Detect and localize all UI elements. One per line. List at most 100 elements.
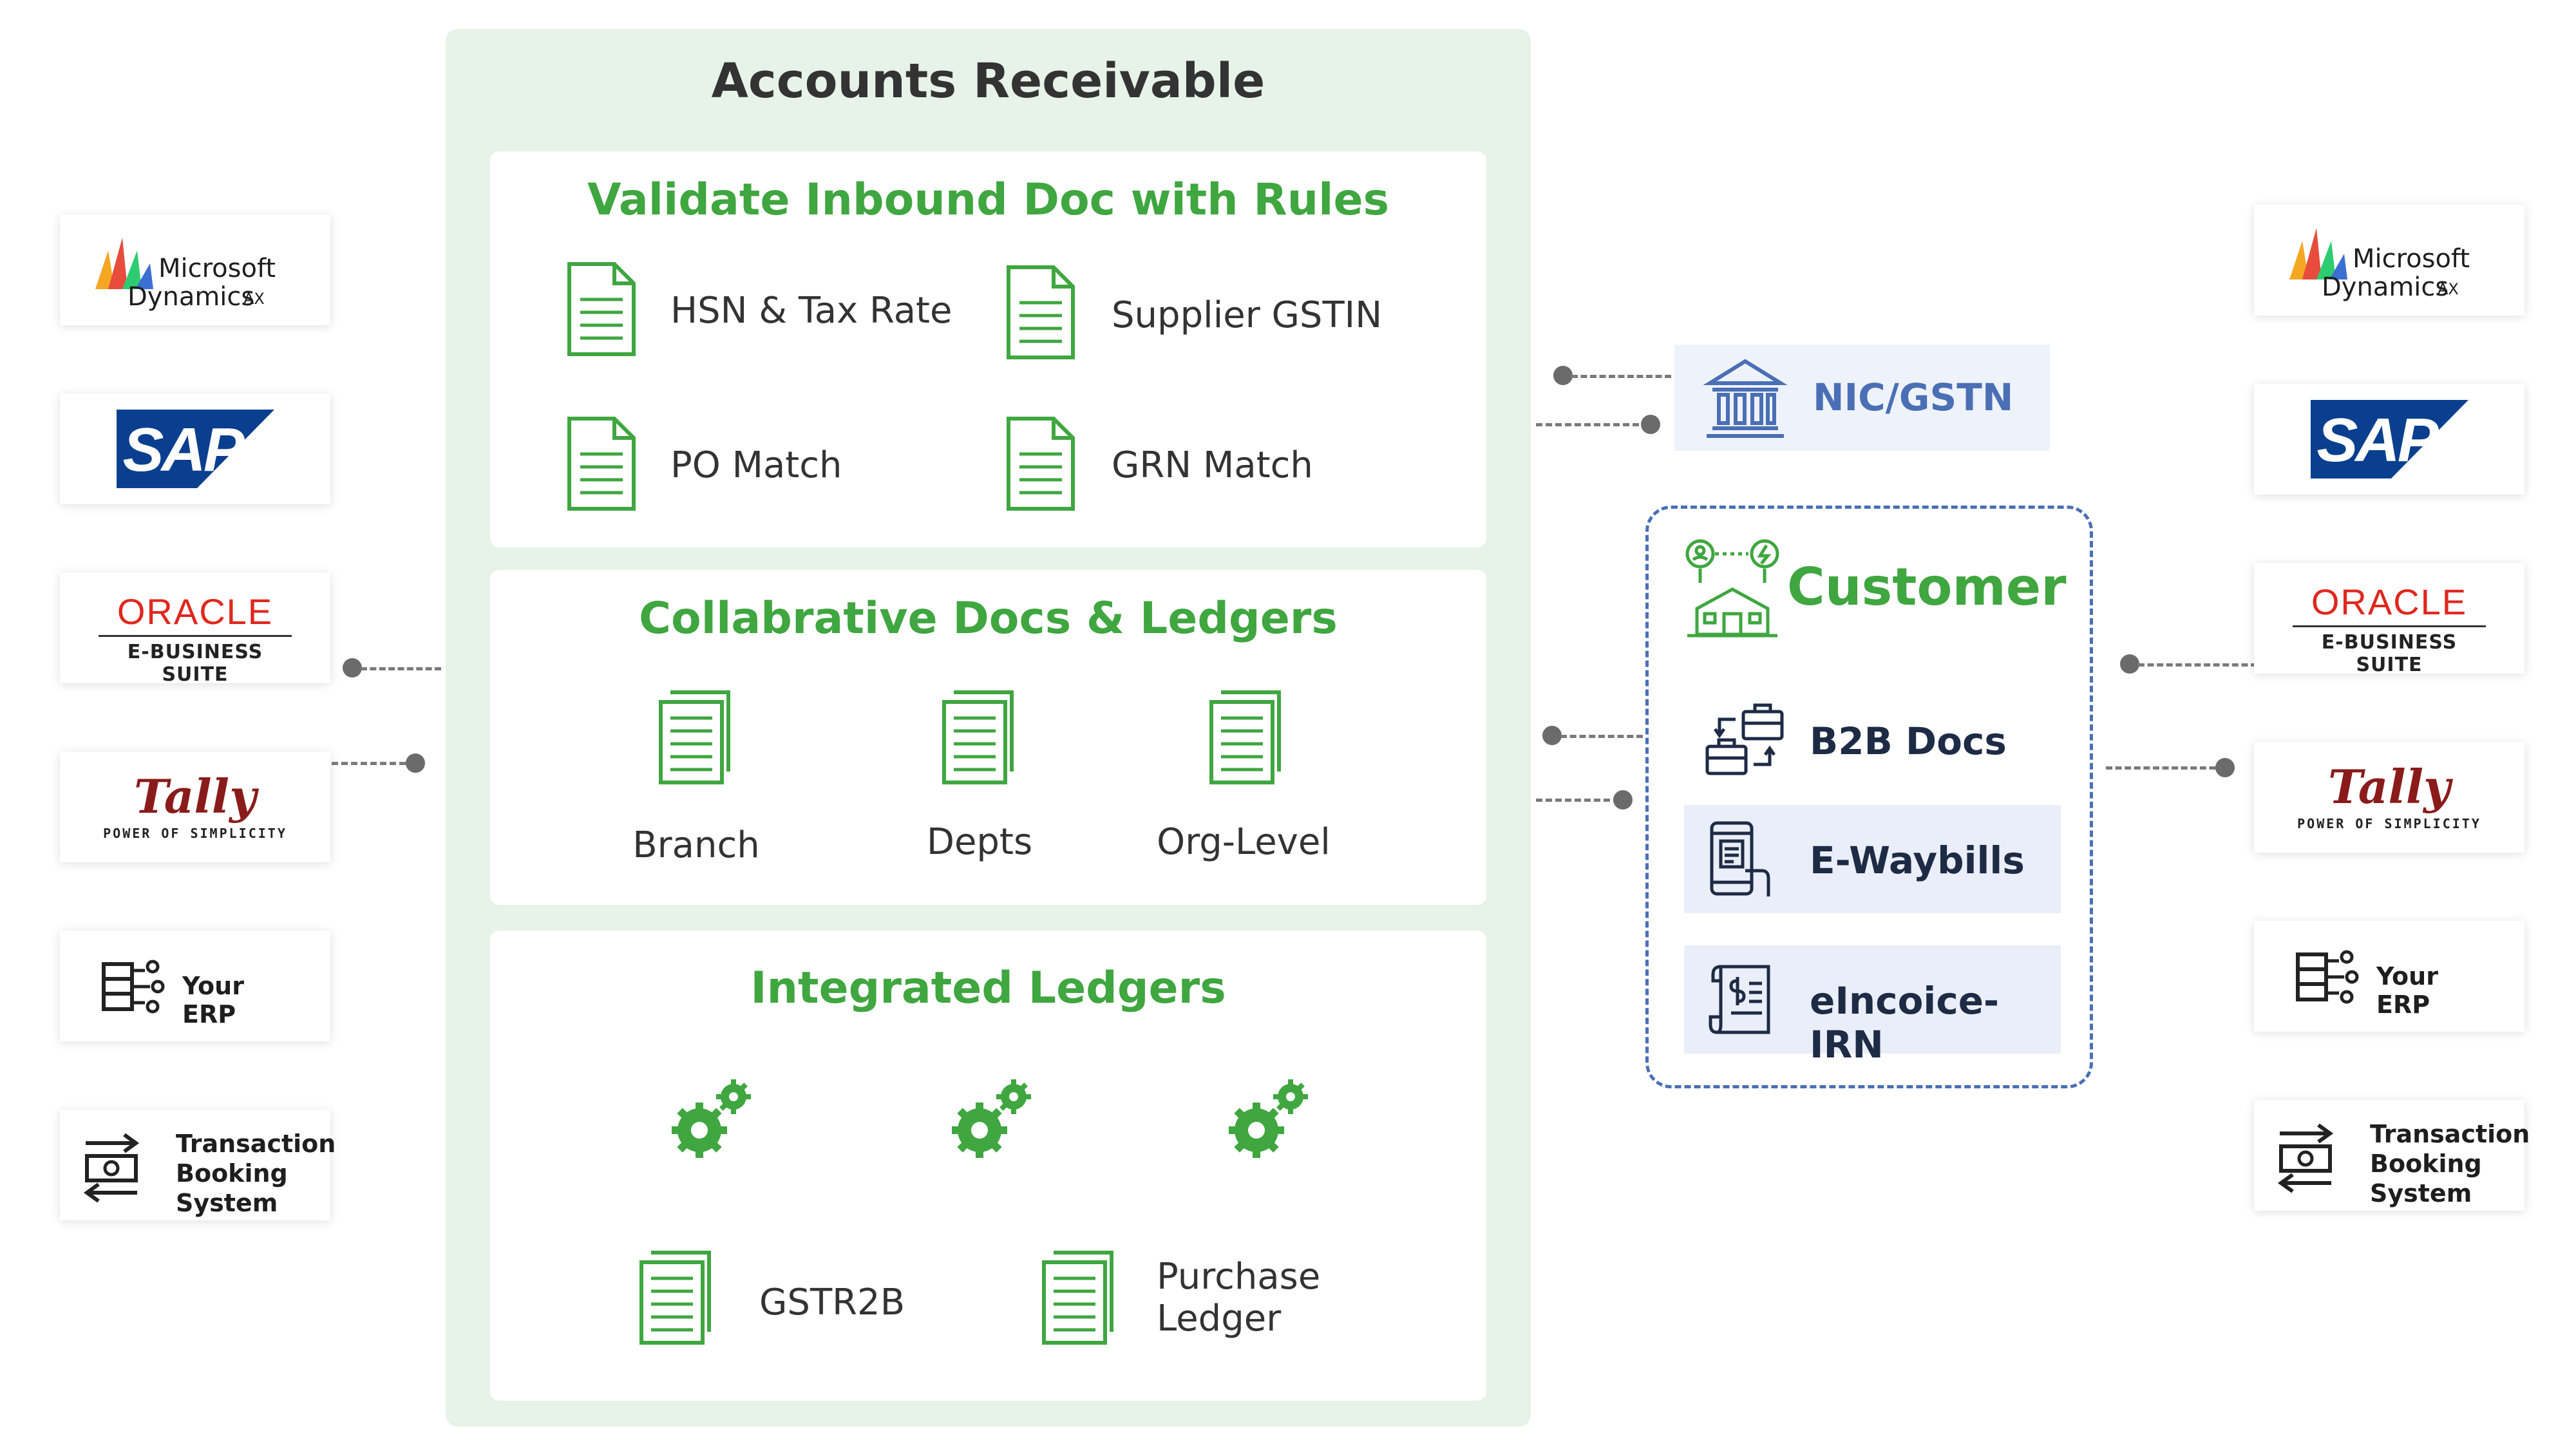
gears-icon [952, 1079, 1031, 1158]
section-title: Integrated Ledgers [750, 963, 1226, 1014]
erp-network-icon [2296, 950, 2359, 1004]
documents-stack-icon [639, 1251, 711, 1345]
rule-grn-match: GRN Match [1112, 444, 1313, 486]
section-validate-inbound: Validate Inbound Doc with Rules HSN & Ta… [490, 151, 1486, 547]
erp-name-line2: Dynamics [128, 282, 255, 312]
briefcase-exchange-icon [1705, 703, 1784, 775]
erp-tally-right: Tally POWER OF SIMPLICITY [2254, 742, 2524, 853]
erp-transaction-booking-left: Transaction Booking System [60, 1110, 336, 1220]
tbs-line3: System [176, 1189, 278, 1217]
erp-your-erp-left: Your ERP [60, 931, 330, 1041]
microsoft-dynamics-logo-icon [95, 238, 153, 289]
documents-stack-icon [659, 690, 730, 784]
customer-item-label: E-Waybills [1810, 838, 2025, 882]
erp-sap-right: SAP [2254, 384, 2524, 495]
erp-name-line1: Microsoft [158, 254, 276, 283]
erp-your-erp-right: Your ERP [2254, 921, 2524, 1032]
your-erp-label: Your ERP [2376, 962, 2438, 1019]
connector-line [2138, 663, 2257, 667]
transaction-exchange-icon [2277, 1123, 2334, 1193]
section-collaborative-docs: Collabrative Docs & Ledgers Branch Depts… [490, 570, 1486, 905]
oracle-suite-text: E-BUSINESS SUITE [2321, 631, 2458, 676]
nic-gstn-label: NIC/GSTN [1813, 375, 2014, 419]
ledger-org-level: Org-Level [1157, 821, 1331, 863]
section-integrated-ledgers: Integrated Ledgers [490, 931, 1486, 1401]
oracle-suite-text: E-BUSINESS SUITE [127, 641, 263, 686]
customer-item-einvoice-irn: eIncoice-IRN [1684, 945, 2061, 1066]
tbs-line3: System [2370, 1179, 2472, 1208]
erp-network-icon [102, 960, 165, 1014]
erp-tally-left: Tally POWER OF SIMPLICITY [60, 752, 330, 862]
gears-icon [672, 1079, 751, 1158]
document-icon [1007, 417, 1075, 511]
connector-dot [1553, 366, 1573, 385]
connector-line [2106, 766, 2225, 770]
erp-microsoft-dynamics-left: Microsoft Dynamics AX [60, 214, 330, 325]
connector-dot [1613, 790, 1633, 810]
connector-line [1560, 735, 1643, 738]
section-title: Validate Inbound Doc with Rules [587, 175, 1390, 225]
oracle-logo-text: ORACLE [2311, 582, 2468, 622]
tally-tagline: POWER OF SIMPLICITY [103, 826, 287, 841]
document-icon [1007, 265, 1075, 359]
tbs-line2: Booking [2370, 1150, 2482, 1178]
transaction-exchange-icon [83, 1133, 140, 1202]
tbs-line1: Transaction [2370, 1120, 2530, 1148]
customer-item-label: eIncoice-IRN [1810, 979, 2000, 1066]
tally-tagline: POWER OF SIMPLICITY [2297, 816, 2481, 831]
oracle-logo-text: ORACLE [117, 591, 274, 632]
erp-name-line1: Microsoft [2353, 244, 2470, 274]
government-building-icon [1703, 359, 1787, 438]
mobile-document-icon [1710, 821, 1770, 896]
tbs-line1: Transaction [176, 1130, 336, 1158]
sap-logo-text: SAP [122, 415, 245, 484]
connector-dot [1641, 415, 1660, 434]
gears-icon [1229, 1079, 1308, 1158]
sap-logo-icon [2310, 400, 2468, 478]
sap-logo-icon [116, 410, 274, 488]
ledger-purchase-line1: Purchase [1157, 1256, 1321, 1298]
erp-name-line2: Dynamics [2322, 272, 2449, 302]
connector-line [361, 667, 441, 670]
panel-title: Accounts Receivable [711, 53, 1265, 109]
sap-logo-text: SAP [2316, 406, 2439, 475]
ledger-gstr2b: GSTR2B [759, 1282, 905, 1323]
ledger-depts: Depts [926, 821, 1033, 863]
microsoft-dynamics-logo-icon [2289, 228, 2347, 279]
documents-stack-icon [1209, 690, 1281, 784]
erp-oracle-right: ORACLE E-BUSINESS SUITE [2254, 563, 2524, 676]
customer-item-b2b-docs: B2B Docs [1684, 686, 2061, 794]
customer-title: Customer [1787, 557, 2067, 617]
document-icon [567, 417, 636, 511]
accounts-receivable-panel: Accounts Receivable Validate Inbound Doc… [446, 29, 1531, 1426]
your-erp-label: Your ERP [182, 972, 244, 1028]
erp-sap-left: SAP [60, 393, 330, 504]
invoice-receipt-icon [1709, 965, 1770, 1034]
erp-name-suffix: AX [243, 290, 265, 308]
connector-dot [2120, 654, 2139, 674]
nic-gstn-box: NIC/GSTN [1674, 345, 2050, 451]
erp-oracle-left: ORACLE E-BUSINESS SUITE [60, 573, 330, 686]
connector-line [1571, 375, 1671, 378]
tally-logo-text: Tally [134, 769, 256, 824]
connector-line [332, 762, 415, 765]
customer-item-e-waybills: E-Waybills [1684, 805, 2061, 913]
customer-org-icon [1685, 539, 1779, 638]
ledger-branch: Branch [632, 824, 760, 866]
ledger-purchase-line2: Ledger [1157, 1298, 1282, 1340]
documents-stack-icon [1042, 1251, 1113, 1345]
customer-box: Customer B2B Docs [1645, 506, 2093, 1088]
customer-item-label: B2B Docs [1810, 719, 2007, 763]
erp-microsoft-dynamics-right: Microsoft Dynamics AX [2254, 205, 2524, 316]
connector-dot [406, 753, 425, 773]
tbs-line2: Booking [176, 1159, 288, 1188]
rule-supplier-gstin: Supplier GSTIN [1112, 294, 1383, 336]
tally-logo-text: Tally [2328, 759, 2450, 814]
rule-hsn-tax-rate: HSN & Tax Rate [670, 290, 952, 332]
rule-po-match: PO Match [670, 444, 842, 486]
connector-dot [343, 658, 362, 677]
document-icon [567, 262, 636, 356]
connector-line [1536, 799, 1620, 802]
connector-dot [1542, 726, 1562, 745]
connector-dot [2215, 758, 2235, 777]
